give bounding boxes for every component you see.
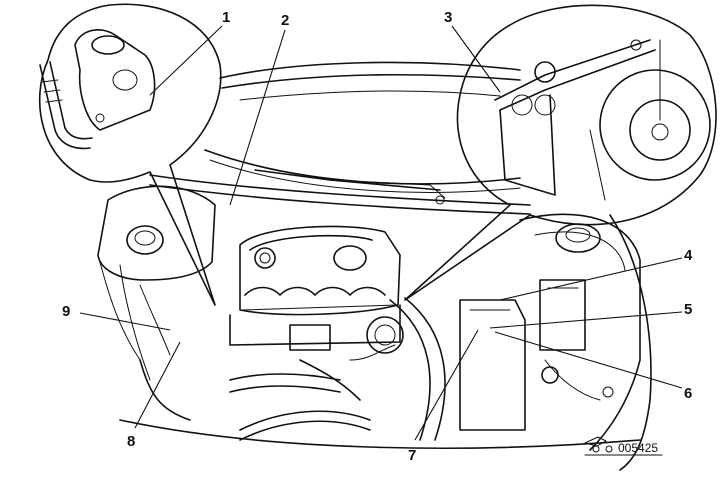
- leader-1: [149, 25, 223, 96]
- leader-3: [451, 25, 501, 93]
- callout-8: 8: [127, 433, 135, 450]
- leader-7: [414, 329, 479, 441]
- leader-2: [229, 29, 286, 206]
- figure-code: 005425: [618, 441, 658, 455]
- callout-3: 3: [444, 9, 452, 26]
- callout-9: 9: [62, 303, 70, 320]
- callout-4: 4: [684, 247, 693, 264]
- front-bumper: [119, 419, 641, 449]
- leader-5: [489, 311, 683, 329]
- leader-lines: [79, 25, 683, 441]
- callout-5: 5: [684, 301, 692, 318]
- detail-bubble-left: [38, 3, 222, 306]
- leader-9: [79, 312, 171, 331]
- left-strut-area: [97, 185, 216, 421]
- right-side-components: [459, 213, 652, 471]
- lower-engine-hoses: [229, 297, 446, 441]
- callout-1: 1: [222, 9, 230, 26]
- leader-8: [134, 341, 181, 429]
- callout-7: 7: [408, 447, 416, 464]
- leader-4: [499, 257, 683, 301]
- engine-cover: [229, 225, 401, 346]
- callout-2: 2: [281, 12, 289, 29]
- wiper-cowl: [149, 169, 531, 215]
- figure-code-stamp: 005425: [584, 436, 663, 456]
- callout-labels: 1 2 3 4 5 6 7 8 9: [62, 9, 693, 464]
- callout-6: 6: [684, 385, 692, 402]
- leader-6: [494, 331, 683, 389]
- detail-bubble-right: [404, 4, 717, 301]
